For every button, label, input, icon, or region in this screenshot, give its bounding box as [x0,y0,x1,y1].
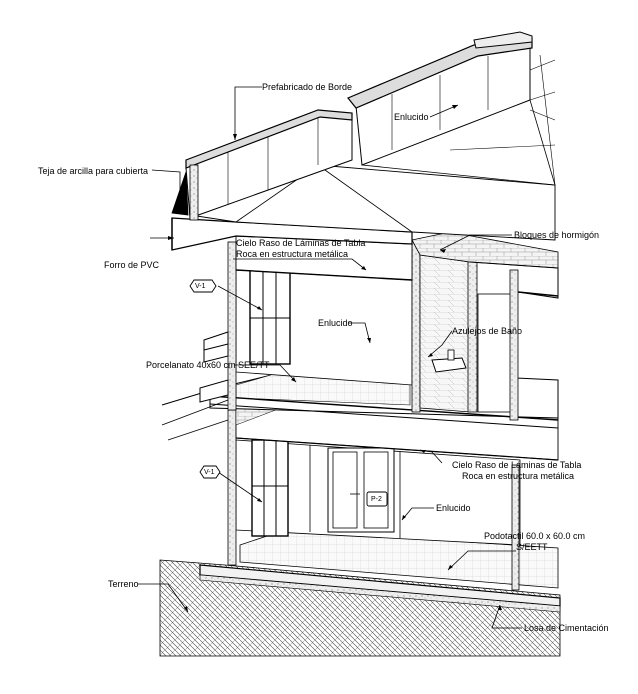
label-bloques-hormigon: Bloques de hormigón [514,230,600,240]
label-cielo-raso-lower-1: Cielo Raso de Láminas de Tabla [452,460,582,470]
label-prefabricado-borde: Prefabricado de Borde [262,82,353,92]
label-cielo-raso-upper-1: Cielo Raso de Láminas de Tabla [236,238,366,248]
label-losa-cimentacion: Losa de Cimentación [524,623,609,633]
label-terreno: Terreno [108,579,139,589]
label-enlucido-low: Enlucido [436,503,471,513]
bathroom-wall [411,239,421,413]
label-cielo-raso-upper-2: Roca en estructura metálica [236,249,349,259]
label-porcelanato: Porcelanato 40x60 cm SEE/TT [146,360,270,370]
label-podotactil-2: S/EETT [516,542,548,552]
left-column-upper [227,241,237,411]
tag-p2: P-2 [371,496,382,503]
label-forro-pvc: Forro de PVC [104,260,160,270]
left-column-lower [227,409,237,566]
label-podotactil-1: Podotactil 60.0 x 60.0 cm [484,531,586,541]
tag-v1-upper: V-1 [195,283,206,290]
label-teja-arcilla: Teja de arcilla para cubierta [38,166,149,176]
label-cielo-raso-lower-2: Roca en estructura metálica [462,471,575,481]
tag-markers [189,279,388,507]
edge-cap [185,109,353,169]
tag-v1-lower: V-1 [204,469,215,476]
label-enlucido-top: Enlucido [394,112,429,122]
label-enlucido-mid: Enlucido [318,318,353,328]
label-azulejos-bano: Azulejos de Baño [452,326,523,336]
